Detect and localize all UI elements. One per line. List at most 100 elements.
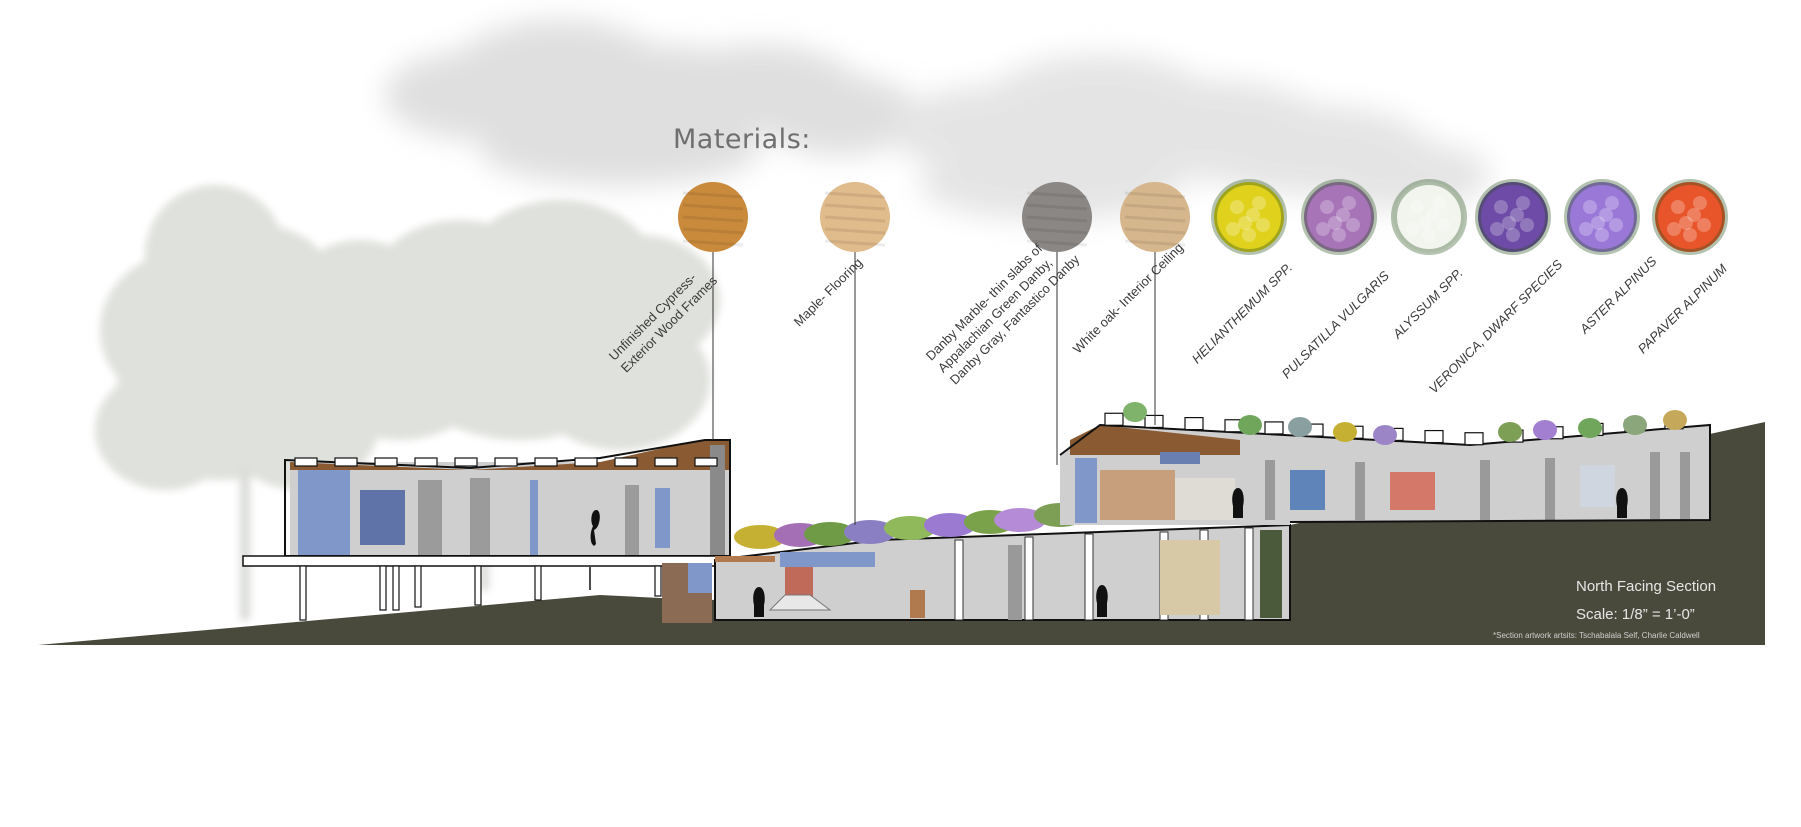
- clouds: [385, 20, 1490, 220]
- person-silhouette: [1232, 488, 1244, 518]
- left-end-wall: [710, 445, 725, 555]
- shrub: [804, 522, 856, 546]
- left-partition: [418, 480, 442, 555]
- left-glass-strip: [655, 488, 670, 548]
- lower-gallery: [714, 523, 1291, 621]
- flower-dot: [1328, 216, 1342, 230]
- left-partition: [625, 485, 639, 555]
- pier: [654, 565, 662, 597]
- person-silhouette: [753, 587, 765, 617]
- flower-dot: [1432, 196, 1446, 210]
- artwork-credits: *Section artwork artsits: Tschabalala Se…: [1493, 631, 1700, 640]
- left-floor-slab: [242, 555, 719, 567]
- right-partition: [1355, 462, 1365, 520]
- roof-plant: [1238, 415, 1262, 435]
- roof-parapet: [374, 457, 398, 467]
- scale-label: Scale: 1/8” = 1’-0”: [1576, 606, 1695, 623]
- flower-dot: [1595, 228, 1609, 242]
- flower-dot: [1494, 200, 1508, 214]
- foliage-ring: [1391, 179, 1467, 255]
- grain: [1124, 227, 1186, 235]
- grain: [1026, 191, 1088, 199]
- grain: [824, 203, 886, 211]
- section-title: North Facing Section: [1576, 578, 1717, 595]
- flower-dot: [1520, 218, 1534, 232]
- left-pavilion: [242, 439, 731, 623]
- flower-dot: [1230, 200, 1244, 214]
- roof-parapet: [454, 457, 478, 467]
- left-glass-wall: [298, 470, 350, 555]
- artwork-panel: [1175, 478, 1235, 520]
- column: [1024, 536, 1034, 621]
- roof-parapet: [534, 457, 558, 467]
- artwork: [1290, 470, 1325, 510]
- shrub: [734, 525, 786, 549]
- flower-dot: [1667, 222, 1681, 236]
- person-silhouette: [1096, 585, 1108, 617]
- flower-dot: [1422, 228, 1436, 242]
- tree-canopy: [290, 240, 430, 360]
- plant-swatch: [1478, 182, 1548, 252]
- roof-parapet: [294, 457, 318, 467]
- grain: [824, 215, 886, 223]
- grain: [1026, 203, 1088, 211]
- roof-plant: [1288, 417, 1312, 437]
- grain: [682, 191, 744, 199]
- grain: [1026, 215, 1088, 223]
- cloud-puff: [480, 115, 760, 185]
- flower-dot: [1591, 216, 1605, 230]
- roof-plant: [1373, 425, 1397, 445]
- swatches: [678, 179, 1728, 525]
- flower-dot: [1510, 208, 1524, 222]
- pedestal: [910, 590, 925, 618]
- flower-dot: [1332, 228, 1346, 242]
- artwork: [785, 567, 813, 597]
- lower-ceiling: [715, 556, 775, 562]
- lower-wall-fill: [715, 525, 1290, 620]
- person-silhouette: [1616, 488, 1628, 518]
- right-partition: [1545, 458, 1555, 520]
- foliage-ring: [1475, 179, 1551, 255]
- flower-dot: [1410, 200, 1424, 214]
- left-window: [360, 490, 405, 545]
- roof-plant: [1498, 422, 1522, 442]
- material-swatch: [678, 182, 748, 252]
- roof-parapet: [614, 457, 638, 467]
- cloud-puff: [760, 75, 920, 155]
- flower-dot: [1583, 200, 1597, 214]
- roof-plant: [1578, 418, 1602, 438]
- lower-partition: [1008, 545, 1022, 620]
- plant-swatch: [1567, 182, 1637, 252]
- flower-dot: [1605, 196, 1619, 210]
- foliage-ring: [1301, 179, 1377, 255]
- column: [954, 539, 964, 621]
- pier: [414, 565, 422, 608]
- flower-dot: [1506, 228, 1520, 242]
- pier: [534, 565, 542, 601]
- flower-dot: [1609, 218, 1623, 232]
- material-swatch: [1120, 182, 1190, 252]
- shelving: [1160, 540, 1220, 615]
- roof-plant: [1663, 410, 1687, 430]
- shrub: [884, 516, 936, 540]
- pier: [299, 565, 307, 621]
- flower-dot: [1436, 218, 1450, 232]
- flower-dot: [1516, 196, 1530, 210]
- shrub: [924, 513, 976, 537]
- tree-trunk: [240, 470, 250, 620]
- flower-dot: [1336, 208, 1350, 222]
- flower-dot: [1671, 200, 1685, 214]
- roof-parapet: [694, 457, 718, 467]
- grain: [682, 239, 744, 247]
- foliage-ring: [1652, 179, 1728, 255]
- stair: [768, 594, 832, 611]
- plant-swatch: [1304, 182, 1374, 252]
- pier: [392, 565, 400, 611]
- roof-parapet: [1264, 421, 1284, 435]
- left-glass-strip: [530, 480, 538, 555]
- grain: [682, 227, 744, 235]
- trees: [95, 185, 720, 620]
- right-partition: [1480, 460, 1490, 520]
